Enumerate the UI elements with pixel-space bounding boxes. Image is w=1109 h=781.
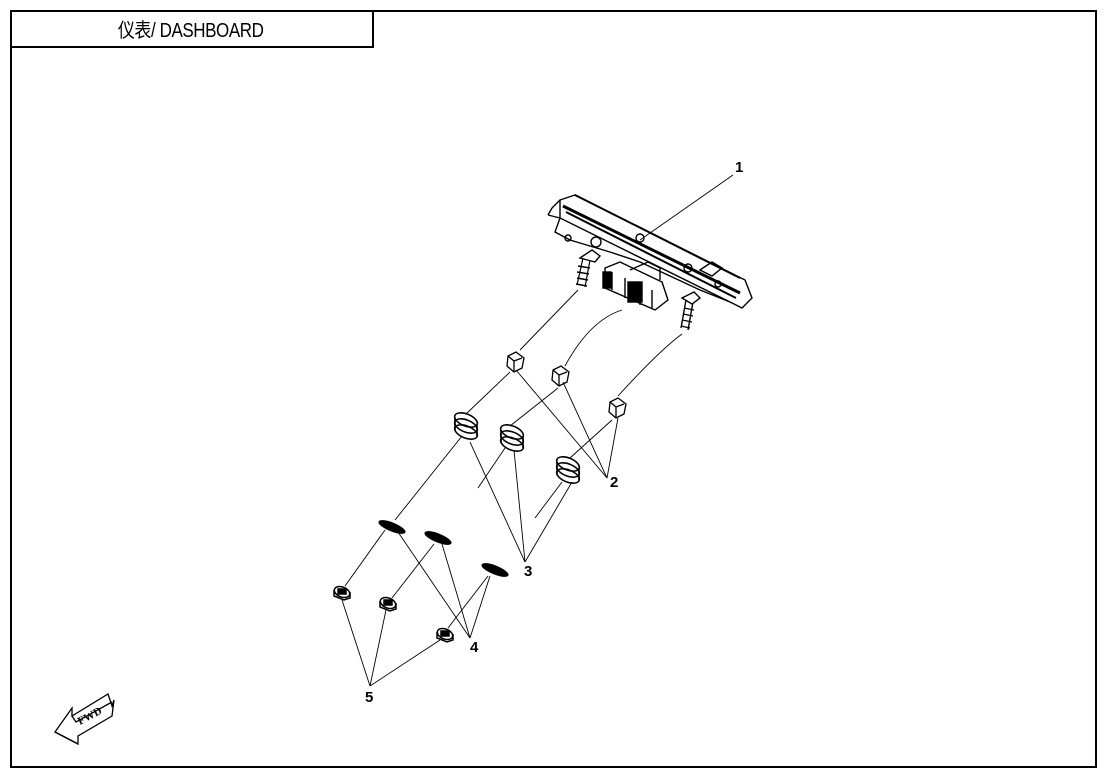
nut-2 bbox=[551, 365, 570, 387]
washer-1 bbox=[378, 520, 406, 534]
assembly-lines bbox=[344, 289, 683, 629]
dashboard-cluster bbox=[547, 194, 753, 331]
flange-nut-2 bbox=[379, 596, 397, 612]
forward-arrow-icon bbox=[54, 693, 115, 746]
callout-4: 4 bbox=[470, 639, 479, 656]
callout-2: 2 bbox=[610, 474, 618, 491]
flange-nut-3 bbox=[436, 627, 454, 643]
leader-lines bbox=[341, 174, 734, 687]
flange-nut-1 bbox=[333, 585, 351, 601]
washer-2 bbox=[424, 531, 452, 545]
grommet-2 bbox=[499, 424, 525, 452]
drawing-frame bbox=[10, 10, 1097, 768]
callout-5: 5 bbox=[365, 689, 373, 706]
washer-3 bbox=[481, 563, 509, 577]
callout-3: 3 bbox=[524, 563, 532, 580]
grommet-1 bbox=[453, 412, 479, 440]
nut-3 bbox=[608, 397, 627, 419]
grommet-3 bbox=[555, 456, 581, 484]
callout-1: 1 bbox=[735, 159, 743, 176]
title-block: 仪表/ DASHBOARD bbox=[10, 10, 374, 48]
nut-1 bbox=[506, 351, 525, 373]
page-title: 仪表/ DASHBOARD bbox=[118, 19, 264, 42]
